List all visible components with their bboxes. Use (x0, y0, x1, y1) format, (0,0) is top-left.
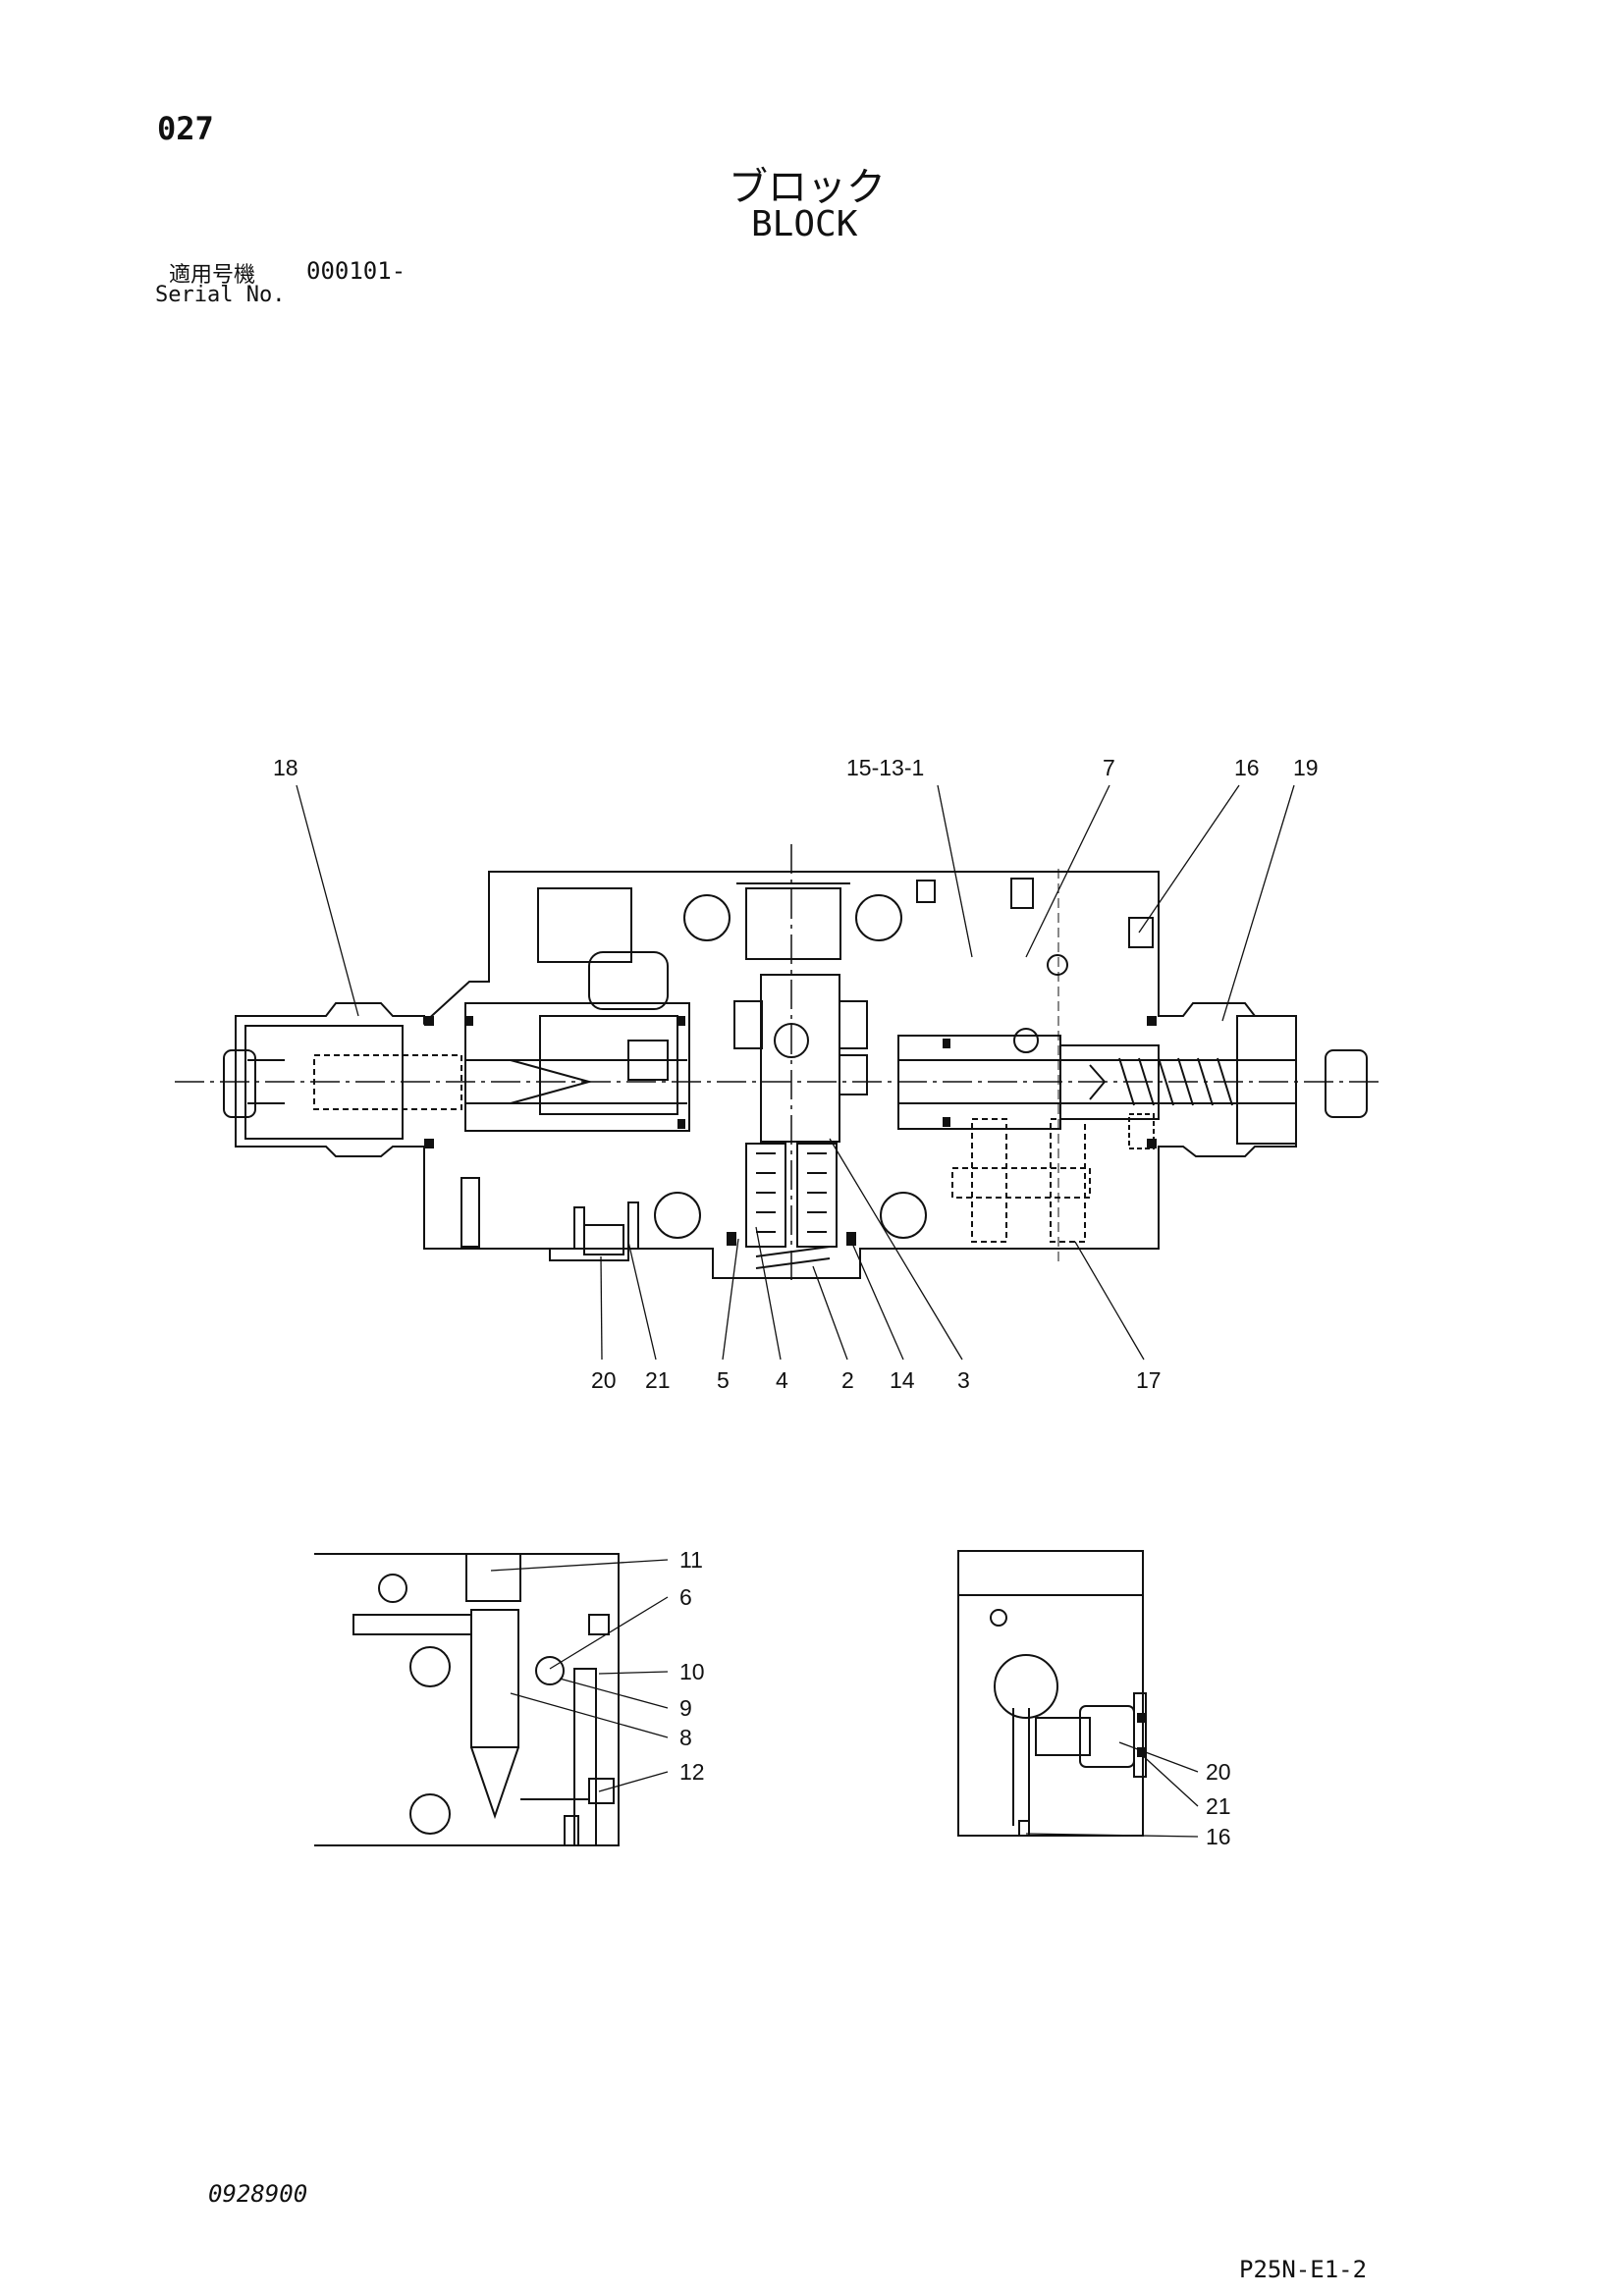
detail-left-callouts: 11 6 10 9 8 12 (679, 1547, 705, 1785)
callout: 2 (841, 1367, 854, 1393)
detail-right-callouts: 20 21 16 (1206, 1759, 1231, 1849)
page-number: 027 (157, 110, 214, 147)
callout: 12 (679, 1759, 705, 1785)
title-english: BLOCK (751, 204, 858, 244)
callout: 20 (591, 1367, 617, 1393)
detail-left-view (314, 1553, 620, 1846)
sheet-code: P25N-E1-2 (1239, 2256, 1368, 2283)
callout: 20 (1206, 1759, 1231, 1785)
detail-right-view (957, 1550, 1147, 1837)
callout: 17 (1136, 1367, 1162, 1393)
callout: 5 (717, 1367, 730, 1393)
callout: 15-13-1 (846, 755, 924, 780)
serial-label-japanese: 適用号機 (169, 263, 256, 288)
callout: 11 (679, 1547, 703, 1573)
title-japanese: ブロック (729, 165, 886, 210)
main-leader-lines (296, 784, 1295, 1361)
callout: 21 (645, 1367, 671, 1393)
callout: 18 (273, 755, 298, 780)
callout: 21 (1206, 1793, 1231, 1819)
detail-right-leader-lines (1025, 1741, 1199, 1838)
document-code: 0928900 (208, 2180, 308, 2208)
main-section-view (175, 844, 1380, 1286)
detail-left-leader-lines (490, 1559, 669, 1792)
callout: 3 (957, 1367, 970, 1393)
callout: 14 (890, 1367, 915, 1393)
callout: 10 (679, 1659, 705, 1684)
main-callouts: 18 15-13-1 7 16 19 20 21 5 4 2 14 3 17 (273, 755, 1319, 1393)
serial-label-english: Serial No. (155, 283, 286, 307)
serial-number-value: 000101- (306, 257, 406, 285)
callout: 16 (1206, 1824, 1231, 1849)
callout: 6 (679, 1584, 692, 1610)
callout: 4 (776, 1367, 788, 1393)
callout: 16 (1234, 755, 1260, 780)
callout: 9 (679, 1695, 692, 1721)
callout: 8 (679, 1725, 692, 1750)
callout: 7 (1103, 755, 1115, 780)
callout: 19 (1293, 755, 1319, 780)
